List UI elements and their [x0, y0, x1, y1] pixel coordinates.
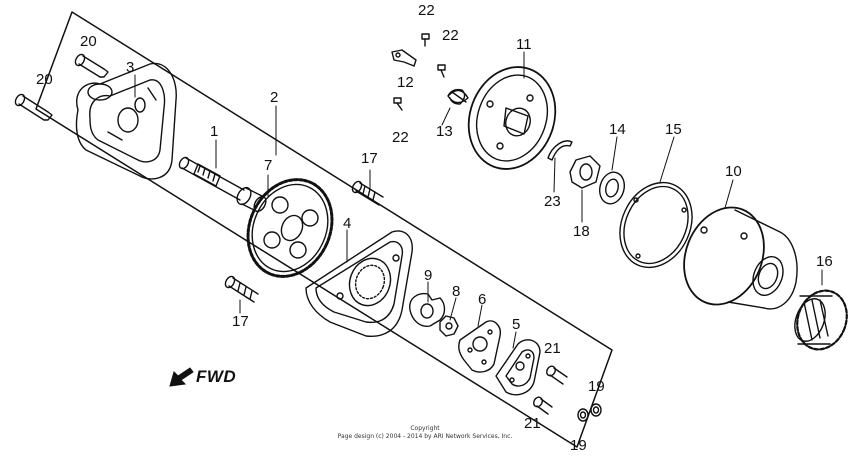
forward-label: FWD	[196, 367, 237, 386]
callout-20-upper: 20	[80, 33, 97, 50]
part-10-hub	[683, 206, 798, 310]
part-9-rotor	[409, 292, 446, 327]
callout-9: 9	[424, 267, 433, 284]
copyright-notice: Copyright Page design (c) 2004 - 2014 by…	[300, 425, 550, 441]
callout-17-lower: 17	[232, 313, 249, 330]
callout-8: 8	[452, 283, 461, 300]
part-6-plate	[458, 320, 501, 373]
part-5-pump-body	[495, 339, 541, 396]
part-23-clip	[547, 140, 573, 161]
callout-19-upper: 19	[588, 378, 605, 395]
callout-13: 13	[436, 123, 453, 140]
part-20-bolt-upper	[74, 53, 109, 78]
callout-19-lower: 19	[570, 437, 587, 454]
callout-2: 2	[270, 89, 279, 106]
callout-4: 4	[343, 215, 352, 232]
arrow-left-down-icon	[169, 367, 194, 387]
part-19-o-rings	[577, 403, 602, 422]
callout-17-upper: 17	[361, 150, 378, 167]
part-18-nut	[569, 155, 601, 189]
part-21-screw-lower	[533, 396, 553, 415]
callout-7: 7	[264, 157, 273, 174]
callout-11: 11	[516, 36, 532, 53]
part-1-shaft	[178, 156, 267, 213]
leader-lines	[134, 51, 823, 349]
callout-1: 1	[210, 123, 219, 140]
callout-22-low: 22	[392, 129, 409, 146]
callout-22-mid: 22	[442, 27, 459, 44]
part-17-bolt-lower	[224, 275, 259, 303]
callout-15: 15	[665, 121, 682, 138]
part-13-spring	[447, 88, 469, 105]
callout-14: 14	[609, 121, 626, 138]
callout-5: 5	[512, 316, 521, 333]
part-22-bolt-low	[393, 97, 403, 111]
assembly-frame	[35, 11, 613, 448]
part-12-bracket	[391, 49, 417, 67]
part-20-bolt-lower	[14, 93, 53, 121]
callout-16: 16	[816, 253, 833, 270]
part-8-inner-rotor	[439, 315, 459, 337]
part-15-gasket	[619, 181, 693, 269]
part-22-bolt-mid	[437, 64, 446, 78]
copyright-line-2: Page design (c) 2004 - 2014 by ARI Netwo…	[337, 433, 513, 440]
callout-6: 6	[478, 291, 487, 308]
part-17-bolt-upper	[351, 180, 384, 206]
callout-18: 18	[573, 223, 590, 240]
part-7-gear	[246, 178, 334, 278]
callout-21-lower: 21	[524, 415, 541, 432]
part-4-housing	[305, 230, 413, 337]
callout-23: 23	[544, 193, 561, 210]
copyright-line-1: Copyright	[410, 425, 440, 432]
callout-20-lower: 20	[36, 71, 53, 88]
callout-3: 3	[126, 59, 135, 76]
forward-direction-indicator: FWD	[168, 366, 236, 388]
part-21-screw-upper	[546, 365, 568, 385]
part-16-spline-gear	[794, 289, 848, 351]
part-3-cover	[75, 62, 177, 180]
callout-12: 12	[397, 74, 414, 91]
callout-10: 10	[725, 163, 742, 180]
part-11-drum	[467, 66, 557, 170]
callout-21-upper: 21	[544, 340, 561, 357]
part-22-bolt-top	[421, 33, 430, 47]
callout-22-top: 22	[418, 2, 435, 19]
part-14-washer	[598, 171, 626, 205]
